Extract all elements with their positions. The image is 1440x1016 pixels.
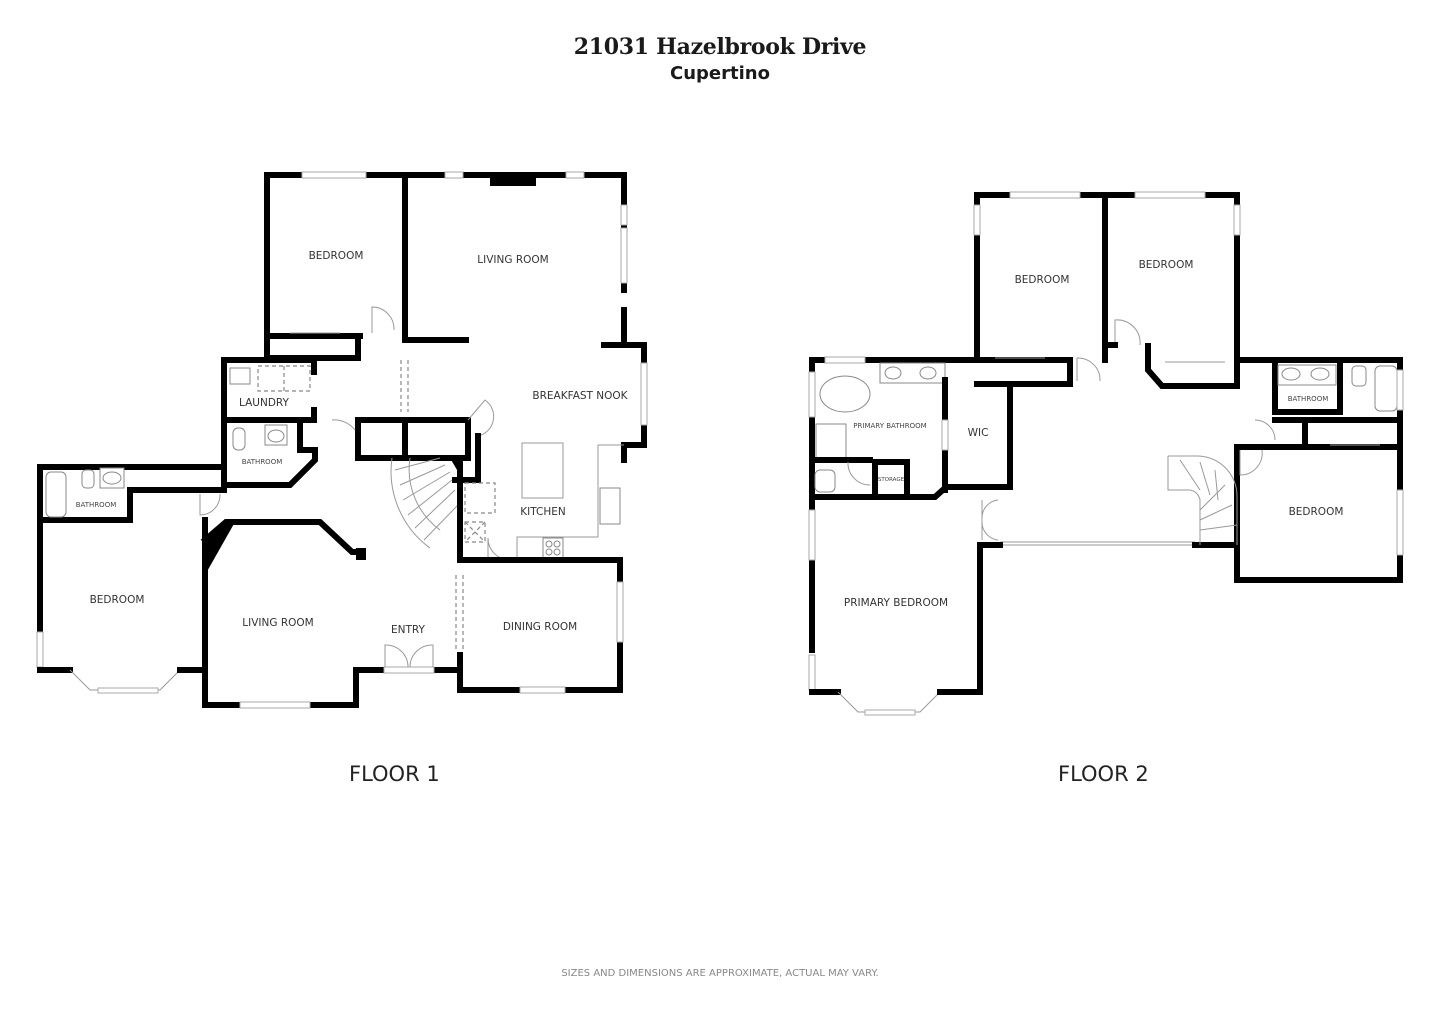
room-label-entry: ENTRY <box>391 624 426 636</box>
floor-2-bedroom-1 <box>973 191 1108 387</box>
room-label-bathroom-middle: BATHROOM <box>242 458 283 466</box>
floor-2-bathroom-right <box>1234 357 1404 583</box>
floor-1-dining-room <box>455 557 624 694</box>
room-label-breakfast-nook: BREAKFAST NOOK <box>532 390 628 402</box>
room-label-bathroom-left: BATHROOM <box>76 501 117 509</box>
room-label-bedroom-3: BEDROOM <box>1289 506 1344 518</box>
floor-2-plan: BEDROOM BEDROOM BATHROOM PRIMARY BATHROO… <box>808 191 1404 716</box>
floor-1-label: FLOOR 1 <box>349 762 440 786</box>
room-label-bedroom-1: BEDROOM <box>1015 274 1070 286</box>
room-label-storage: STORAGE <box>878 477 905 483</box>
floor-1-kitchen <box>457 442 624 563</box>
floor-2-hall <box>977 455 1240 548</box>
floor-2-bedroom-2 <box>1102 191 1403 389</box>
property-address: 21031 Hazelbrook Drive <box>573 34 867 60</box>
floor-1-bathroom-middle <box>221 417 318 488</box>
floor-1-living-room-upper <box>402 171 648 463</box>
floor-1-living-room-lower <box>200 519 463 709</box>
room-label-bedroom-2: BEDROOM <box>1139 259 1194 271</box>
floor-2-primary-bedroom <box>808 494 983 716</box>
disclaimer-text: SIZES AND DIMENSIONS ARE APPROXIMATE, AC… <box>561 968 879 979</box>
room-label-dining-room: DINING ROOM <box>503 621 577 633</box>
room-label-laundry: LAUNDRY <box>239 397 290 409</box>
property-city: Cupertino <box>670 63 770 84</box>
floor-2-wic <box>942 381 1013 490</box>
floor-1-hall-partitions <box>331 360 495 483</box>
floor-1-bedroom-upper <box>264 171 408 361</box>
floor-1-bathroom-left <box>37 464 227 523</box>
room-label-wic: WIC <box>968 427 989 439</box>
room-label-primary-bathroom: PRIMARY BATHROOM <box>853 422 926 430</box>
room-label-living-room-upper: LIVING ROOM <box>477 254 548 266</box>
room-label-living-room-lower: LIVING ROOM <box>242 617 313 629</box>
room-label-primary-bedroom: PRIMARY BEDROOM <box>844 597 948 609</box>
room-label-bathroom-right: BATHROOM <box>1288 395 1329 403</box>
room-label-bedroom-left: BEDROOM <box>90 594 145 606</box>
floor-2-label: FLOOR 2 <box>1058 762 1149 786</box>
room-label-kitchen: KITCHEN <box>520 506 566 518</box>
floor-1-laundry <box>221 357 317 423</box>
floor-1-plan: BEDROOM LIVING ROOM BREAKFAST NOOK LAUND… <box>36 171 648 709</box>
floor-1-staircase <box>390 457 460 549</box>
room-label-bedroom-upper: BEDROOM <box>309 250 364 262</box>
